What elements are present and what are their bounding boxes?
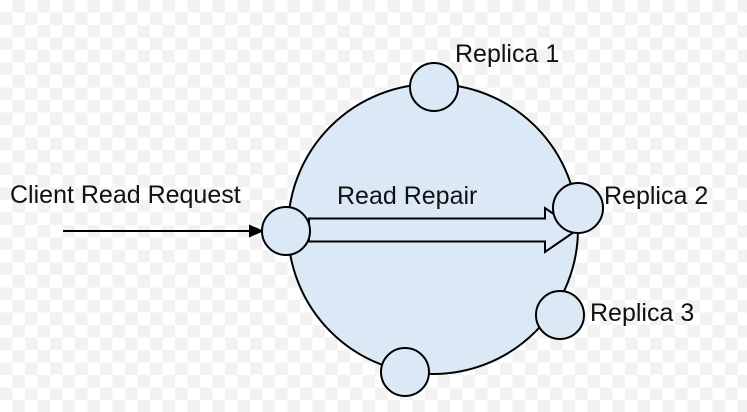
read-repair-label: Read Repair (337, 182, 478, 210)
client-read-request-label: Client Read Request (10, 181, 241, 209)
replica-1-label: Replica 1 (455, 40, 560, 68)
read-repair-arrow (308, 206, 579, 254)
bottom-node (380, 347, 430, 397)
replica-1-node (409, 62, 459, 112)
coordinator-node (261, 206, 311, 256)
replica-2-label: Replica 2 (604, 182, 709, 210)
replica-3-node (535, 290, 585, 340)
replica-2-node (552, 182, 604, 234)
client-read-request-arrow (63, 224, 264, 238)
client-read-request-arrowhead (249, 224, 264, 238)
replica-3-label: Replica 3 (590, 299, 695, 327)
